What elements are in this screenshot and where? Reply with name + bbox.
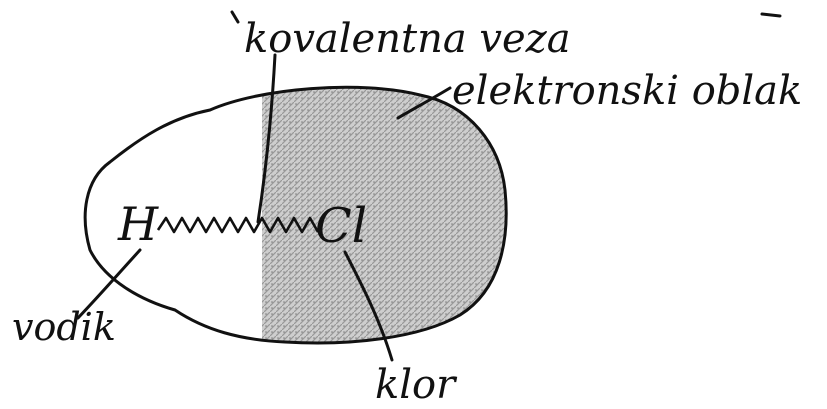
stray-pen-mark-right xyxy=(762,14,780,16)
chlorine-symbol: Cl xyxy=(315,198,367,254)
chlorine-label: klor xyxy=(375,362,458,408)
stray-pen-mark-left xyxy=(232,12,238,22)
electron-cloud-label: elektronski oblak xyxy=(452,68,802,114)
hydrogen-symbol: H xyxy=(117,197,159,251)
hydrogen-label: vodik xyxy=(12,305,116,349)
covalent-bond-label: kovalentna veza xyxy=(244,16,571,62)
